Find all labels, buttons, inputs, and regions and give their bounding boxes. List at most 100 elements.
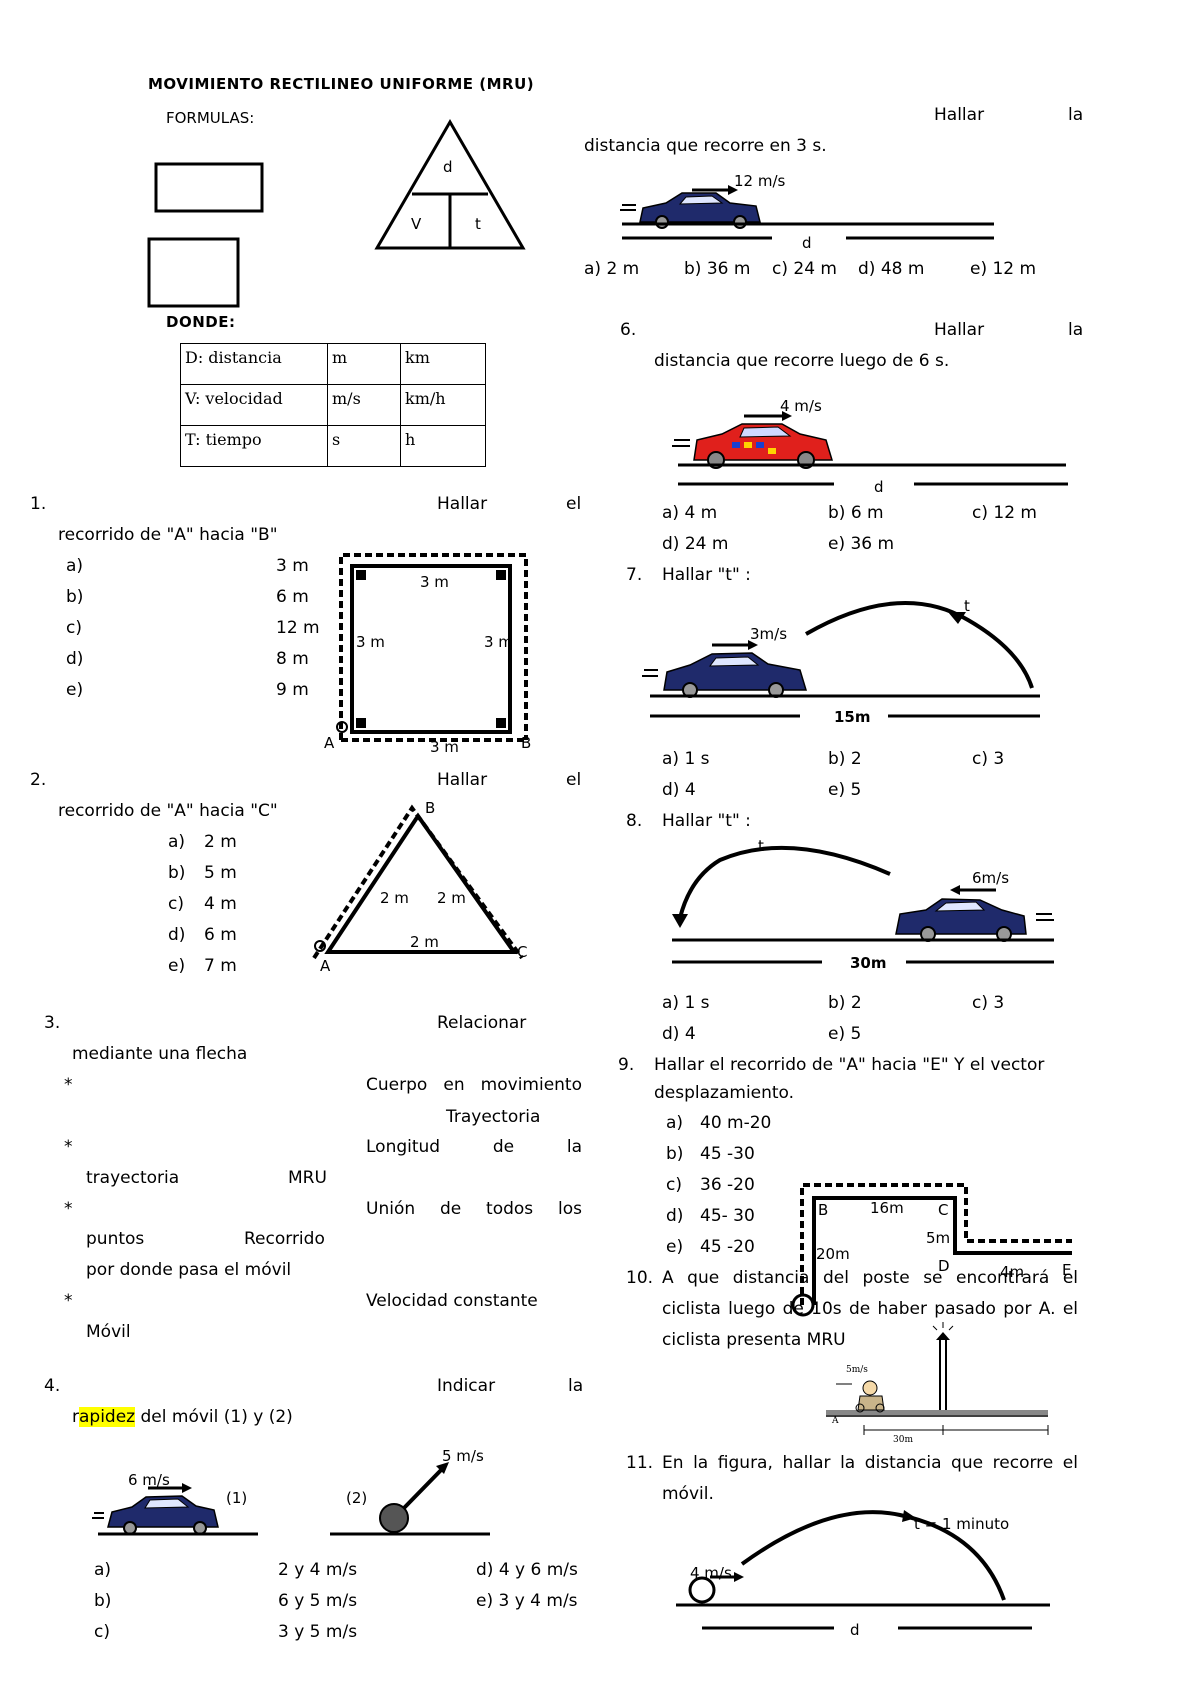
q2-label-c: C (517, 943, 528, 961)
q1-option-b-value: 6 m (276, 587, 309, 607)
q2-option-e-value: 7 m (204, 956, 237, 976)
q5-text: distancia que recorre en 3 s. (584, 136, 827, 156)
page-title: MOVIMIENTO RECTILINEO UNIFORME (MRU) (148, 75, 535, 93)
q2-label-a: A (320, 957, 331, 975)
q2-label-right: 2 m (437, 889, 466, 907)
q7-option-b: b) 2 (828, 749, 862, 769)
q1-label-left: 3 m (356, 633, 385, 651)
q3-bullet-4: * (64, 1291, 73, 1311)
q8-time-label: t (758, 837, 764, 855)
q3-text: mediante una flecha (72, 1044, 248, 1064)
q5-option-d: d) 48 m (858, 259, 925, 279)
q7-speed: 3m/s (750, 625, 788, 643)
q7-distance-label: 15m (834, 708, 871, 726)
q11-text: En la figura, hallar la distancia que re… (662, 1453, 1078, 1473)
q2-option-c: c) (168, 894, 184, 914)
q3-bullet-2: * (64, 1137, 73, 1157)
q7-option-d: d) 4 (662, 780, 696, 800)
q3-bullet-1: * (64, 1075, 73, 1095)
q1-option-c: c) (66, 618, 82, 638)
q9-label-cd: 5m (926, 1229, 951, 1247)
q9-text: Hallar el recorrido de "A" hacia "E" Y e… (654, 1055, 1045, 1075)
q1-label-bottom: 3 m (430, 738, 459, 756)
q7-text: Hallar "t" : (662, 565, 751, 585)
cyclist-icon (855, 1380, 885, 1413)
q9-label-ab: 20m (816, 1245, 850, 1263)
q4-label-1: (1) (226, 1489, 248, 1507)
q11-text-2: móvil. (662, 1484, 714, 1504)
q10-road (826, 1410, 1048, 1415)
q3-word: Relacionar (437, 1013, 527, 1033)
q1-word: Hallar (437, 494, 488, 514)
q9-text-2: desplazamiento. (654, 1083, 795, 1103)
formula-box-1 (154, 162, 264, 213)
q6-option-e: e) 36 m (828, 534, 895, 554)
q4-highlight: apidez (79, 1407, 136, 1427)
q9-option-c-value: 36 -20 (700, 1175, 755, 1195)
q4-word: Indicar (437, 1376, 496, 1396)
q5-option-a: a) 2 m (584, 259, 640, 279)
q1-option-c-value: 12 m (276, 618, 320, 638)
q2-option-c-value: 4 m (204, 894, 237, 914)
q7-option-e: e) 5 (828, 780, 862, 800)
q5-option-b: b) 36 m (684, 259, 751, 279)
q10-speed: 5m/s (846, 1365, 868, 1375)
q10-distance-label: 30m (893, 1435, 913, 1445)
q11-distance-label: d (850, 1621, 860, 1639)
q1-option-e: e) (66, 680, 84, 700)
ball-icon (688, 1576, 716, 1604)
q11-num: 11. (626, 1453, 654, 1473)
q1-option-e-value: 9 m (276, 680, 309, 700)
ball-icon (379, 1503, 409, 1533)
q7-num: 7. (626, 565, 643, 585)
q4-text: rapidez del móvil (1) y (2) (72, 1407, 293, 1427)
q5-option-e: e) 12 m (970, 259, 1037, 279)
q4-speed-1: 6 m/s (128, 1471, 170, 1489)
q1-label-b: B (521, 734, 532, 752)
q9-label-b: B (818, 1201, 829, 1219)
q3-r3-mid: Recorrido (244, 1229, 325, 1249)
q4-option-a-value: 2 y 4 m/s (278, 1560, 358, 1580)
q5-word: Hallar (934, 105, 985, 125)
q2-option-a-value: 2 m (204, 832, 237, 852)
q7-time-label: t (964, 597, 970, 615)
q6-num: 6. (620, 320, 637, 340)
q6-distance-label: d (874, 478, 884, 496)
q4-option-c-value: 3 y 5 m/s (278, 1622, 358, 1642)
q6-option-c: c) 12 m (972, 503, 1037, 523)
q10-text: A que distancia del poste se encontrará … (662, 1268, 1078, 1288)
q3-num: 3. (44, 1013, 61, 1033)
formula-box-2 (147, 237, 240, 308)
q3-r3-right: Unión de todos los (366, 1199, 582, 1219)
q10-text-3: ciclista presenta MRU (662, 1330, 846, 1350)
triangle-v: V (411, 215, 422, 233)
q2-num: 2. (30, 770, 47, 790)
q9-option-a-value: 40 m-20 (700, 1113, 772, 1133)
donde-label: DONDE: (166, 313, 236, 331)
q3-r1-right2: Trayectoria (446, 1107, 541, 1127)
q9-label-d: D (938, 1257, 950, 1275)
q2-option-b: b) (168, 863, 186, 883)
q9-label-de: 4m (1000, 1263, 1025, 1281)
q7-option-c: c) 3 (972, 749, 1005, 769)
q1-option-d-value: 8 m (276, 649, 309, 669)
q6-option-a: a) 4 m (662, 503, 718, 523)
q10-text-2: ciclista luego de 10s de haber pasado po… (662, 1299, 1078, 1319)
q6-tail: la (1068, 320, 1084, 340)
q4-label-2: (2) (346, 1489, 368, 1507)
q2-option-d-value: 6 m (204, 925, 237, 945)
q3-r3-line3: por donde pasa el móvil (86, 1260, 292, 1280)
q1-option-b: b) (66, 587, 84, 607)
q2-tail: el (566, 770, 582, 790)
q9-option-a: a) (666, 1113, 684, 1133)
q2-option-a: a) (168, 832, 186, 852)
q4-num: 4. (44, 1376, 61, 1396)
q9-label-bc: 16m (870, 1199, 904, 1217)
q1-option-d: d) (66, 649, 84, 669)
q3-bullet-3: * (64, 1199, 73, 1219)
